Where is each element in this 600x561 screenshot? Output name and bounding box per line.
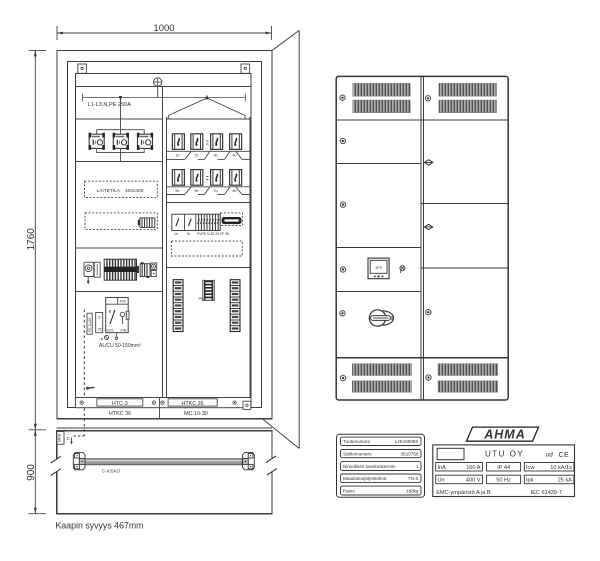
svg-text:5b: 5b bbox=[176, 189, 180, 193]
svg-text:HTC-3: HTC-3 bbox=[112, 401, 128, 407]
svg-text:MEB: MEB bbox=[57, 433, 62, 442]
svg-text:TN-S: TN-S bbox=[408, 476, 419, 481]
svg-text:4b: 4b bbox=[233, 154, 237, 158]
svg-text:25 kA: 25 kA bbox=[558, 478, 573, 484]
svg-text:6b: 6b bbox=[195, 189, 199, 193]
svg-text:ud: ud bbox=[546, 453, 553, 459]
svg-text:C-KISKO: C-KISKO bbox=[102, 469, 121, 474]
svg-text:S: S bbox=[98, 316, 101, 320]
svg-text:HTKC 36: HTKC 36 bbox=[109, 411, 131, 417]
svg-text:50 Hz: 50 Hz bbox=[496, 478, 511, 484]
svg-text:DO1: DO1 bbox=[107, 329, 114, 333]
svg-text:Icw: Icw bbox=[526, 465, 535, 471]
svg-text:7b: 7b bbox=[214, 189, 218, 193]
svg-text:Sähkönumero: Sähkönumero bbox=[343, 451, 372, 456]
svg-text:1000: 1000 bbox=[153, 23, 174, 34]
svg-text:Maadoitusjärjestelmä: Maadoitusjärjestelmä bbox=[343, 476, 387, 481]
svg-text:1b: 1b bbox=[187, 232, 191, 236]
svg-text:1b: 1b bbox=[174, 232, 178, 236]
svg-text:AL/CU 50-150mm²: AL/CU 50-150mm² bbox=[99, 343, 141, 349]
svg-text:1b: 1b bbox=[176, 154, 180, 158]
svg-text:PVPE N 25 26 2P 3N: PVPE N 25 26 2P 3N bbox=[197, 232, 230, 236]
svg-text:IEC 61439-7: IEC 61439-7 bbox=[531, 490, 562, 496]
svg-text:AHMA: AHMA bbox=[483, 428, 526, 442]
svg-text:3510758: 3510758 bbox=[401, 451, 419, 456]
svg-text:3b: 3b bbox=[214, 154, 218, 158]
svg-text:Un: Un bbox=[438, 478, 445, 484]
svg-text:PE Cu25: PE Cu25 bbox=[88, 318, 92, 332]
svg-text:HTKC 36: HTKC 36 bbox=[182, 401, 204, 407]
svg-text:ø: ø bbox=[101, 336, 104, 341]
svg-text:1: 1 bbox=[416, 464, 419, 469]
svg-text:8b: 8b bbox=[233, 189, 237, 193]
svg-text:3P3: 3P3 bbox=[375, 266, 381, 270]
svg-text:EMC-ympäristö A ja B: EMC-ympäristö A ja B bbox=[436, 490, 491, 496]
svg-text:PE: PE bbox=[199, 296, 205, 301]
svg-text:25: 25 bbox=[98, 328, 102, 332]
svg-text:InA: InA bbox=[438, 465, 447, 471]
svg-text:10 kA/1s: 10 kA/1s bbox=[550, 465, 572, 471]
svg-text:Tuotenumero: Tuotenumero bbox=[343, 439, 371, 444]
svg-text:400 V: 400 V bbox=[466, 478, 481, 484]
svg-text:Paino: Paino bbox=[343, 488, 355, 493]
svg-text:Ipk: Ipk bbox=[526, 478, 534, 484]
svg-text:CE: CE bbox=[559, 452, 570, 459]
svg-text:LJK16608X: LJK16608X bbox=[395, 439, 419, 444]
svg-text:2b: 2b bbox=[195, 154, 199, 158]
svg-text:C: C bbox=[67, 436, 71, 441]
svg-text:UTU OY: UTU OY bbox=[485, 450, 524, 459]
svg-text:Nimellinen tasoituskerroin: Nimellinen tasoituskerroin bbox=[343, 464, 396, 469]
svg-text:Kaapin syvyys 467mm: Kaapin syvyys 467mm bbox=[56, 521, 144, 531]
svg-text:900: 900 bbox=[26, 464, 37, 481]
svg-text:IP 44: IP 44 bbox=[497, 465, 510, 471]
svg-text:LAITETILA: LAITETILA bbox=[97, 188, 121, 194]
svg-text:1760: 1760 bbox=[26, 228, 37, 251]
svg-text:MC 10-30: MC 10-30 bbox=[184, 411, 208, 417]
svg-text:400x400: 400x400 bbox=[125, 188, 144, 194]
svg-text:160 A: 160 A bbox=[466, 465, 481, 471]
svg-text:400: 400 bbox=[120, 300, 126, 304]
svg-text:188kg: 188kg bbox=[406, 488, 419, 493]
svg-text:◄ ■ ►: ◄ ■ ► bbox=[372, 274, 385, 279]
svg-text:FIN: FIN bbox=[121, 329, 127, 333]
svg-text:L1-L3,N,PE 250A: L1-L3,N,PE 250A bbox=[88, 102, 132, 108]
